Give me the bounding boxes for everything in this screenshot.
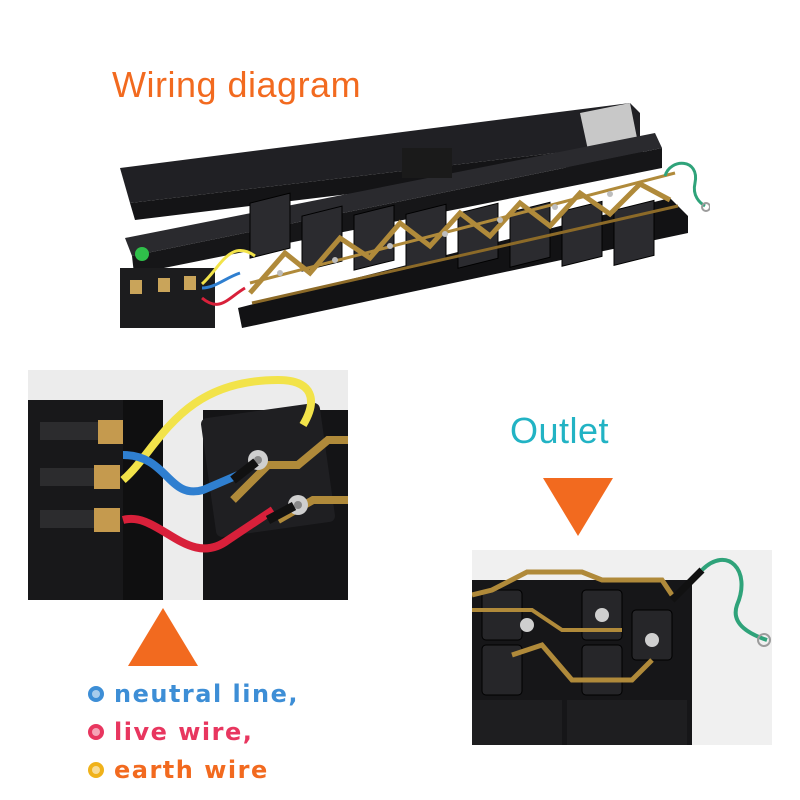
copper-bus-top [248,180,672,295]
green-wire [663,161,706,208]
outlet-label: Outlet [510,410,610,451]
connector-closeup-photo [28,370,348,600]
indicator-light [135,247,149,261]
neutral-dot-icon [88,686,104,702]
red-wire [201,286,246,306]
blue-wire [201,271,241,290]
legend-live-wire: live wire, [88,718,253,746]
legend-label: earth wire [114,756,269,784]
yellow-wire-closeup [120,375,315,484]
legend-neutral-line: neutral line, [88,680,299,708]
yellow-wire [200,248,256,286]
socket-row [249,192,655,272]
earth-dot-icon [88,762,104,778]
outlet-closeup-photo [472,550,772,745]
arrow-up-icon [128,608,198,666]
page-title: Wiring diagram [112,64,362,105]
legend-label: live wire, [114,718,254,746]
arrow-down-icon [543,478,613,536]
legend-label: neutral line, [114,680,299,708]
power-strip-photo [120,103,710,328]
red-wire-closeup [121,506,276,553]
blue-wire-closeup [122,451,240,496]
green-wire-closeup [700,557,768,642]
live-dot-icon [88,724,104,740]
legend-earth-wire: earth wire [88,756,269,784]
